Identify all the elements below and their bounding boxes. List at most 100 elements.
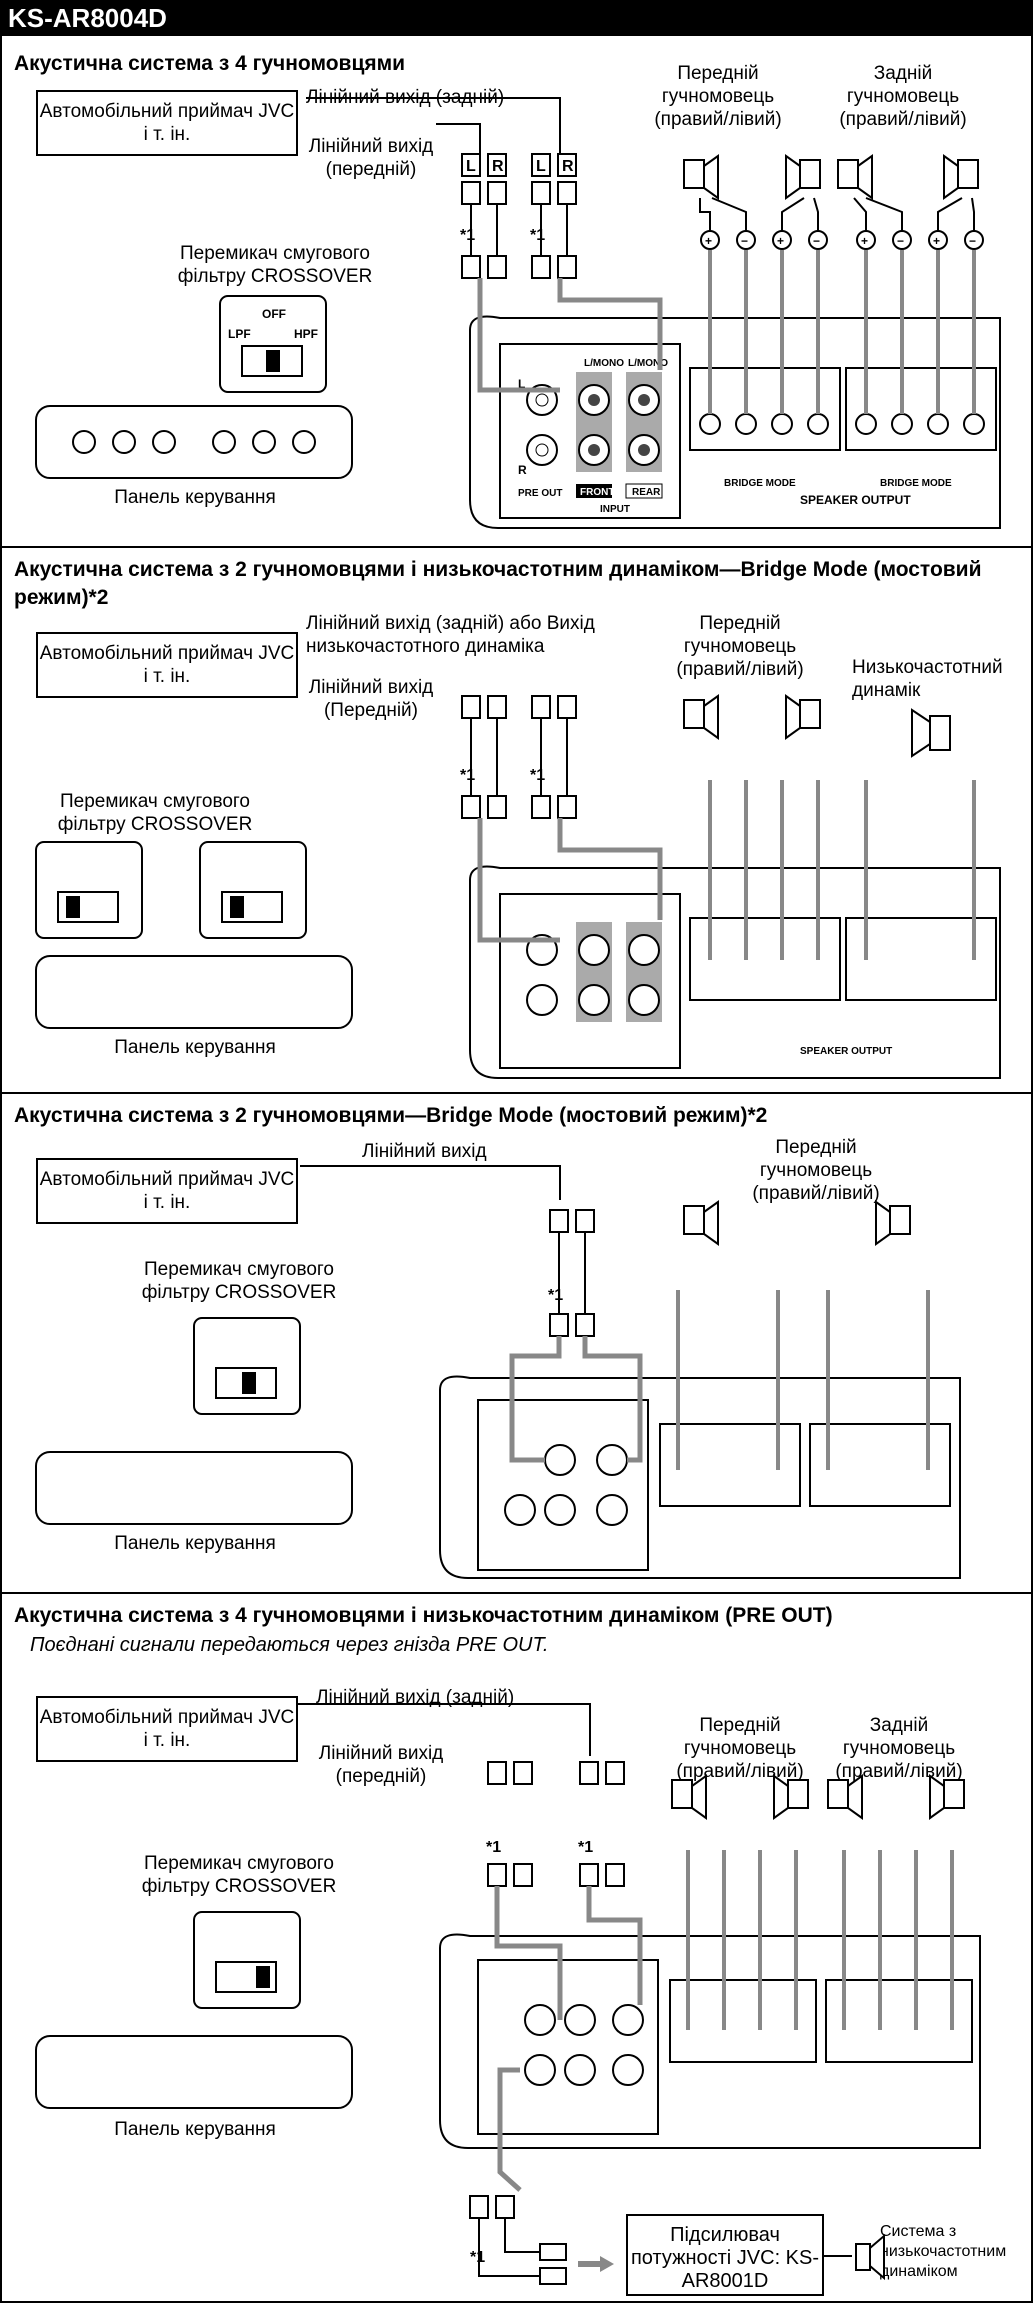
speaker-output-label-2: SPEAKER OUTPUT: [800, 1046, 892, 1057]
section-3-wiring-diagram: *1: [35, 1165, 961, 1579]
knob-icon[interactable]: [212, 430, 236, 454]
arrow-right-icon: [578, 2256, 614, 2272]
signal-path-rear: [557, 278, 663, 370]
rear-right-speaker-icon: [929, 1774, 965, 1820]
line-out-front-label: Лінійний вихід (Передній): [308, 677, 434, 721]
head-unit-box: Автомобільний приймач JVC і т. ін.: [36, 1158, 298, 1224]
model-title-bar: KS-AR8004D: [0, 0, 1033, 36]
crossover-label: Перемикач смугового фільтру CROSSOVER: [177, 243, 373, 287]
footnote-1-marker: *1: [530, 767, 545, 784]
footnote-1-marker: *1: [578, 1839, 593, 1856]
rear-left-speaker-icon: [837, 154, 873, 200]
control-panel-label: Панель керування: [114, 487, 276, 508]
footnote-1-marker: *1: [530, 227, 545, 244]
front-input-label: FRONT: [580, 487, 614, 498]
control-panel-label: Панель керування: [114, 2119, 276, 2140]
footnote-1-marker: *1: [486, 1839, 501, 1856]
front-right-speaker-icon: [875, 1200, 911, 1246]
control-panel-body: [35, 2035, 353, 2109]
polarity-minus: −: [741, 234, 748, 248]
section-1-frame: [0, 36, 1033, 548]
polarity-plus: +: [861, 234, 868, 248]
knob-icon[interactable]: [292, 430, 316, 454]
rca-jack: [578, 384, 610, 416]
polarity-plus: +: [777, 234, 784, 248]
pre-out-jack: [526, 434, 558, 466]
knob-icon[interactable]: [72, 430, 96, 454]
bridge-mode-label: BRIDGE MODE: [724, 478, 796, 489]
rca-plugs: [487, 1761, 625, 1887]
speaker-output-label: SPEAKER OUTPUT: [800, 493, 911, 507]
speaker-terminal-block-front: [689, 367, 841, 451]
rca-plugs: [461, 695, 577, 819]
head-unit-label: Автомобільний приймач JVC і т. ін.: [39, 1707, 295, 1751]
crossover-switch-callout: [193, 1911, 301, 2009]
section-4-subtitle: Поєднані сигнали передаються через гнізд…: [30, 1634, 549, 1656]
subwoofer-icon: [911, 708, 951, 758]
plug-label-l: L: [536, 158, 546, 175]
amplifier-outline: [439, 1375, 961, 1579]
front-speaker-label: Передній гучномовець (правий/лівий): [676, 1715, 804, 1782]
polarity-minus-icon: −: [892, 230, 912, 250]
front-right-speaker-icon: [785, 154, 821, 200]
polarity-minus-icon: −: [964, 230, 984, 250]
model-title: KS-AR8004D: [8, 3, 167, 33]
control-panel-body: [35, 1451, 353, 1525]
polarity-plus: +: [933, 234, 940, 248]
section-3-title: Акустична система з 2 гучномовцями—Bridg…: [14, 1104, 768, 1127]
front-left-speaker-icon: [683, 154, 719, 200]
plug-label-r: R: [492, 158, 504, 175]
section-2-title: Акустична система з 2 гучномовцями і низ…: [14, 558, 982, 609]
control-panel-body: [35, 405, 353, 479]
head-unit-label: Автомобільний приймач JVC і т. ін.: [39, 1169, 295, 1213]
section-4-title: Акустична система з 4 гучномовцями і низ…: [14, 1604, 833, 1627]
switch-label-hpf: HPF: [294, 327, 318, 341]
section-2-frame: [0, 548, 1033, 1094]
footnote-1-marker: *1: [460, 227, 475, 244]
line-out-rear-label: Лінійний вихід (задній): [316, 1687, 515, 1708]
pre-out-plugs: [469, 2195, 567, 2285]
section-1-wiring-diagram: L R L R *1 *1 L/MONO L/MONO L R PRE OUT …: [35, 97, 1001, 529]
input-jack-panel: [477, 1399, 649, 1571]
knob-icon[interactable]: [252, 430, 276, 454]
section-2-wiring-diagram: *1 *1 SPEAKER OUTPUT: [35, 694, 1001, 1079]
rear-right-speaker-icon: [943, 154, 979, 200]
subwoofer-icon: [855, 2233, 885, 2281]
rca-plugs-front: [461, 153, 507, 279]
jack-label-l: L: [518, 377, 525, 391]
line-out-rear-or-sub-label: Лінійний вихід (задній) або Вихід низько…: [306, 613, 595, 657]
head-unit-label: Автомобільний приймач JVC і т. ін.: [39, 101, 295, 145]
signal-path-front: [477, 278, 560, 393]
power-amp-label: Підсилювач потужності JVC: KS-AR8001D: [630, 2224, 820, 2292]
polarity-plus-icon: +: [772, 230, 792, 250]
amplifier-outline: [439, 1933, 981, 2149]
control-panel-label: Панель керування: [114, 1533, 276, 1554]
line-out-front-label: Лінійний вихід (передній): [318, 1743, 444, 1787]
switch-label-lpf: LPF: [228, 327, 251, 341]
rca-jack: [628, 434, 660, 466]
polarity-minus-icon: −: [736, 230, 756, 250]
section-4-frame: [0, 1594, 1033, 2303]
front-speaker-label: Передній гучномовець (правий/лівий): [676, 613, 804, 680]
polarity-plus-icon: +: [700, 230, 720, 250]
rca-jack: [628, 384, 660, 416]
polarity-plus-icon: +: [928, 230, 948, 250]
front-speaker-label: Передній гучномовець (правий/лівий): [654, 63, 782, 130]
line-out-front-label: Лінійний вихід (передній): [308, 136, 434, 180]
head-unit-box: Автомобільний приймач JVC і т. ін.: [36, 90, 298, 156]
section-3-frame: [0, 1094, 1033, 1594]
pre-out-label: PRE OUT: [518, 488, 562, 499]
rear-input-label: REAR: [632, 487, 661, 498]
polarity-minus: −: [813, 234, 820, 248]
footnote-1-marker: *1: [548, 1287, 563, 1304]
lmono-label: L/MONO: [628, 358, 668, 369]
crossover-label: Перемикач смугового фільтру CROSSOVER: [141, 1853, 337, 1897]
section-1-title: Акустична система з 4 гучномовцями: [14, 52, 406, 75]
rca-plugs: [549, 1209, 595, 1337]
knob-icon[interactable]: [112, 430, 136, 454]
knob-icon[interactable]: [152, 430, 176, 454]
subwoofer-label: Низькочастотний динамік: [852, 657, 1003, 701]
subwoofer-system-label: Система з низькочастотним динаміком: [880, 2223, 1007, 2280]
polarity-minus: −: [897, 234, 904, 248]
